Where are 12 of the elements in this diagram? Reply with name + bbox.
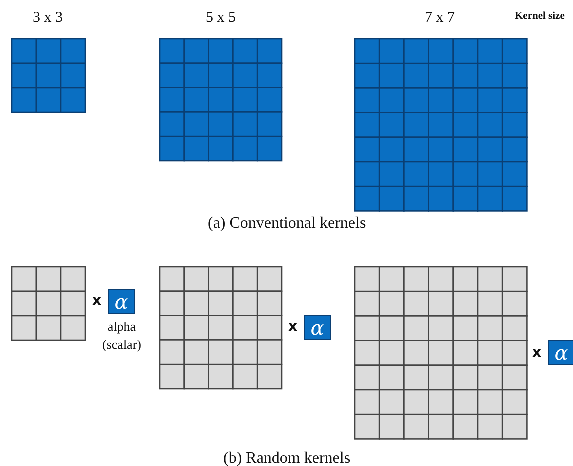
kernel-size-label: 3 x 3 <box>33 11 63 26</box>
alpha-symbol-box: α <box>108 289 135 314</box>
multiplication-sign: x <box>288 320 298 334</box>
alpha-symbol-box: α <box>304 315 331 340</box>
kernel-size-label: 5 x 5 <box>206 11 236 26</box>
scalar-note: alpha (scalar) <box>102 318 142 354</box>
kernel-size-label: 7 x 7 <box>425 11 455 26</box>
axis-title: Kernel size <box>515 12 565 22</box>
figure-caption: (a) Conventional kernels <box>208 216 366 232</box>
multiplication-sign: x <box>532 346 542 360</box>
multiplication-sign: x <box>92 294 102 308</box>
alpha-symbol-box: α <box>548 340 573 365</box>
